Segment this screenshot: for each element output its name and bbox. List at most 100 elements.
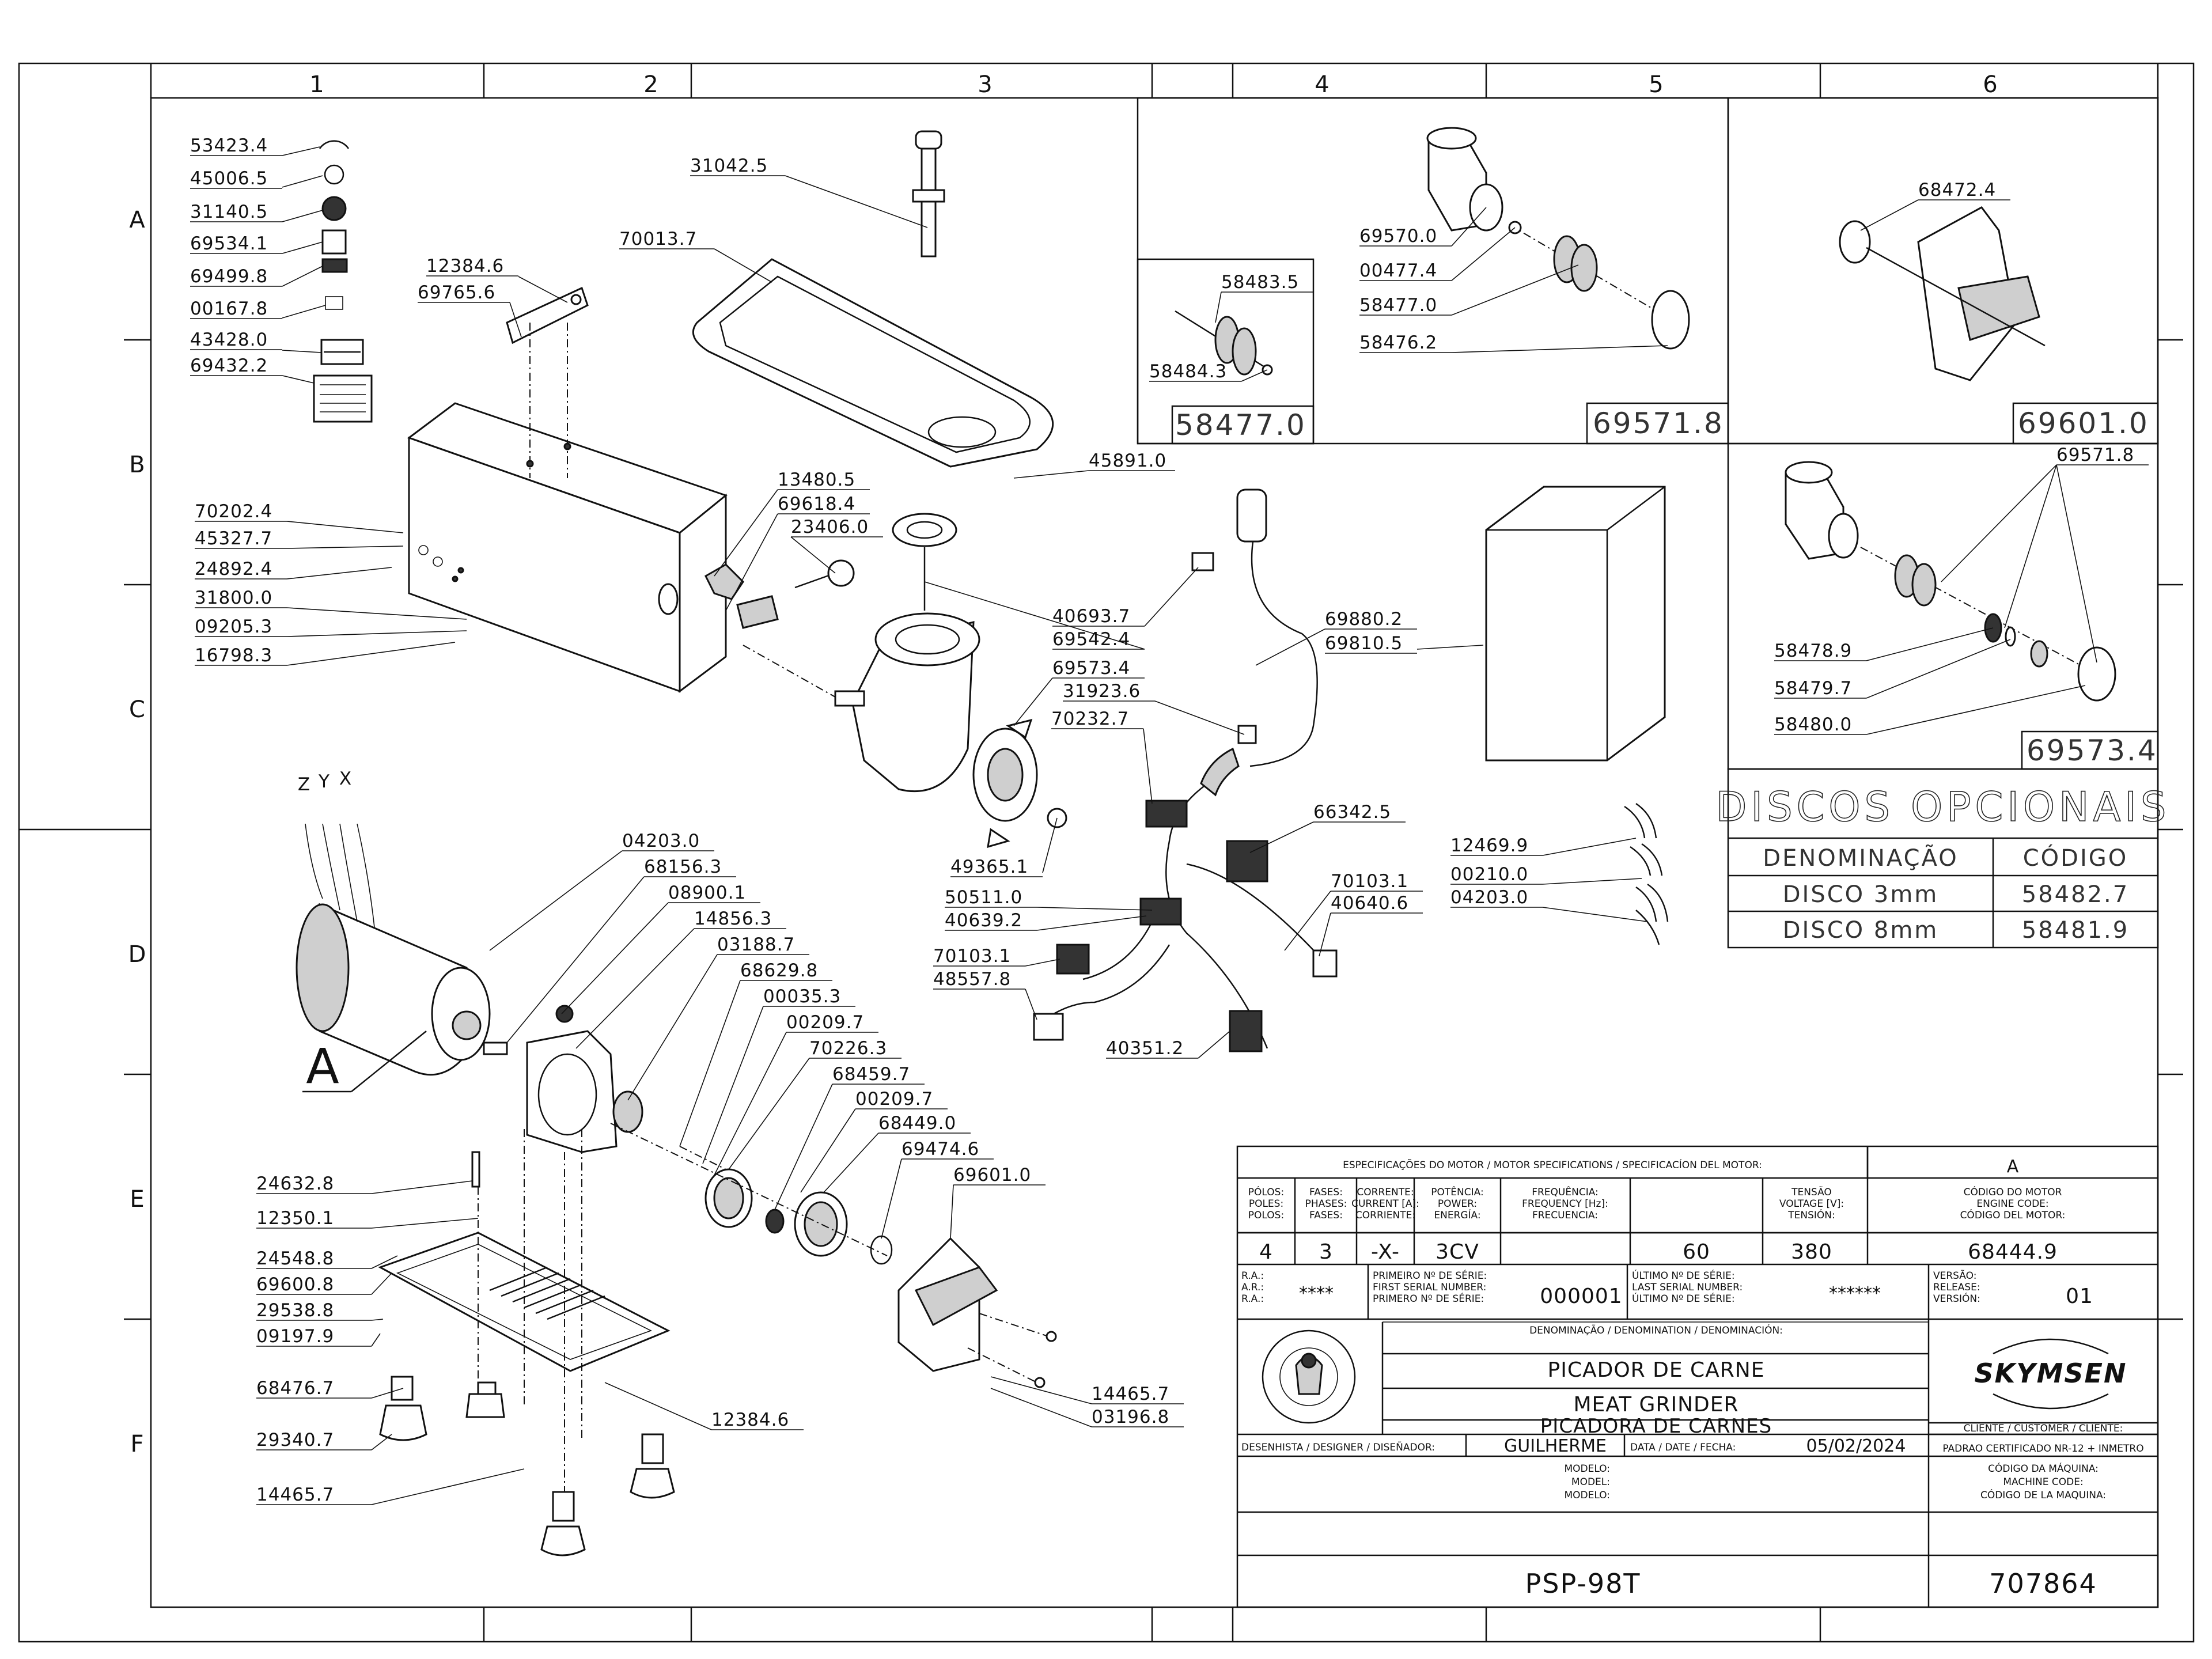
callout-c53423-4: 53423.4 (190, 135, 320, 156)
leader-line (2004, 464, 2057, 628)
callout-c58483-5: 58483.5 (1215, 272, 1313, 323)
callout-c00477-4: 00477.4 (1359, 227, 1516, 281)
part-number-label: 09197.9 (256, 1326, 334, 1347)
part-number-label: 31140.5 (190, 202, 268, 222)
callout-c69474-6: 69474.6 (881, 1139, 994, 1239)
part-number-label: 00167.8 (190, 298, 268, 319)
ring-terminal (1237, 725, 1257, 744)
first-serial-value: 000001 (1540, 1285, 1622, 1308)
foot-post-a (391, 1376, 414, 1401)
callout-c14465-7b: 14465.7 (990, 1376, 1184, 1404)
callout-c69618-4: 69618.4 (725, 494, 870, 611)
leader-line (286, 630, 467, 637)
frequency-label-en: FREQUENCY [Hz]: (1522, 1198, 1608, 1210)
callout-c45327-7: 45327.7 (195, 528, 404, 549)
part-number-label: 03188.7 (717, 934, 795, 955)
leader-line (2056, 464, 2097, 663)
callout-c69880-2: 69880.2 (1255, 609, 1417, 666)
leader-line (1036, 907, 1153, 911)
leader-line (1416, 645, 1484, 650)
leader-line (286, 567, 392, 579)
part-number-label: 70232.7 (1051, 709, 1129, 729)
row-label-e: E (130, 1186, 144, 1213)
client-label: CLIENTE / CUSTOMER / CLIENTE: (1964, 1423, 2123, 1434)
switch-knob (704, 563, 744, 600)
callout-c08900-1: 08900.1 (561, 882, 760, 1014)
leader-line (950, 1184, 954, 1239)
callout-c69573-4a: 69573.4 (1013, 658, 1145, 726)
front-cover (897, 1237, 1057, 1388)
ra-label-pt: R.A.: (1241, 1270, 1264, 1282)
leader-line (1451, 345, 1668, 353)
leader-line (1013, 677, 1053, 726)
callout-c29340-7: 29340.7 (256, 1430, 392, 1450)
foot-c (630, 1468, 675, 1499)
leader-line (1941, 464, 2057, 582)
leader-line (518, 276, 568, 303)
part-number-label: 58478.9 (1774, 641, 1852, 661)
leader-line (728, 1058, 810, 1170)
part-number-label: 12384.6 (711, 1410, 789, 1430)
switch-bracket (506, 286, 589, 344)
leader-line (286, 546, 404, 549)
cover-block (1485, 486, 1666, 762)
poles-label-en: POLES: (1249, 1198, 1283, 1210)
leader-line (282, 146, 320, 156)
callout-c00210-0: 00210.0 (1450, 864, 1642, 885)
part-number-label: 08900.1 (668, 882, 746, 903)
leader-line (286, 607, 467, 620)
detail-box-58477-0: 58477.0 (1137, 258, 1315, 445)
leader-line (1866, 685, 2086, 735)
foot-b (465, 1393, 505, 1418)
leader-line (1451, 227, 1516, 281)
callout-c68472-4: 68472.4 (1860, 180, 2010, 231)
callout-c69534-1: 69534.1 (190, 233, 323, 254)
part-number-label: 00035.3 (763, 986, 841, 1007)
callout-c09205-3: 09205.3 (195, 616, 467, 637)
detail-box-id-3: 69601.0 (2018, 407, 2149, 440)
detail-box-69601-0: 69601.0 (1727, 97, 2159, 445)
cable-clip (1191, 552, 1214, 571)
callout-c24632-8: 24632.8 (256, 1173, 473, 1194)
tray-hole (927, 416, 997, 448)
ra-label-es: R.A.: (1241, 1293, 1264, 1305)
callout-c31923-6: 31923.6 (1063, 681, 1245, 735)
housing-opening (658, 583, 679, 615)
leader-line (1143, 728, 1153, 804)
date-value: 05/02/2024 (1806, 1436, 1906, 1456)
callout-c69432-2: 69432.2 (190, 355, 315, 384)
poles-value: 4 (1259, 1240, 1273, 1264)
part-number-label: 40639.2 (945, 910, 1022, 931)
pusher-and-tray (692, 130, 1054, 468)
foot-a (379, 1404, 427, 1441)
frequency-label-pt: FREQUÊNCIA: (1532, 1185, 1599, 1198)
phases-label-pt: FASES: (1309, 1187, 1343, 1198)
callout-c23406-0: 23406.0 (790, 517, 883, 574)
callout-c24892-4: 24892.4 (195, 559, 392, 579)
callout-c00167-8: 00167.8 (190, 298, 326, 319)
phases-value: 3 (1319, 1240, 1333, 1264)
part-number-label: 23406.0 (791, 517, 869, 537)
leader-line (702, 1006, 764, 1164)
leader-line (371, 1388, 404, 1399)
row-label-b: B (129, 452, 145, 478)
callout-c00035-3: 00035.3 (702, 986, 855, 1164)
part-number-label: 70103.1 (1331, 871, 1408, 892)
warning-label-icon (313, 374, 373, 423)
switch-nut (827, 559, 855, 587)
part-number-label: 70202.4 (195, 501, 272, 522)
part-number-label: 69810.5 (1325, 633, 1403, 654)
part-number-label: 69765.6 (418, 282, 495, 303)
leader-line (371, 1319, 384, 1321)
engine-code-label-en: ENGINE CODE: (1976, 1198, 2048, 1210)
version-label-pt: VERSÃO: (1933, 1269, 1976, 1282)
leader-line (282, 210, 323, 222)
callout-c14465-7a: 14465.7 (256, 1468, 525, 1505)
part-number-label: 12350.1 (256, 1208, 334, 1229)
part-number-label: 40693.7 (1052, 606, 1130, 627)
part-number-label: 69571.8 (2056, 445, 2134, 465)
gearbox (526, 1005, 893, 1265)
disc-row-2-code: 58481.9 (2022, 917, 2129, 944)
voltage-value: 380 (1791, 1240, 1832, 1264)
